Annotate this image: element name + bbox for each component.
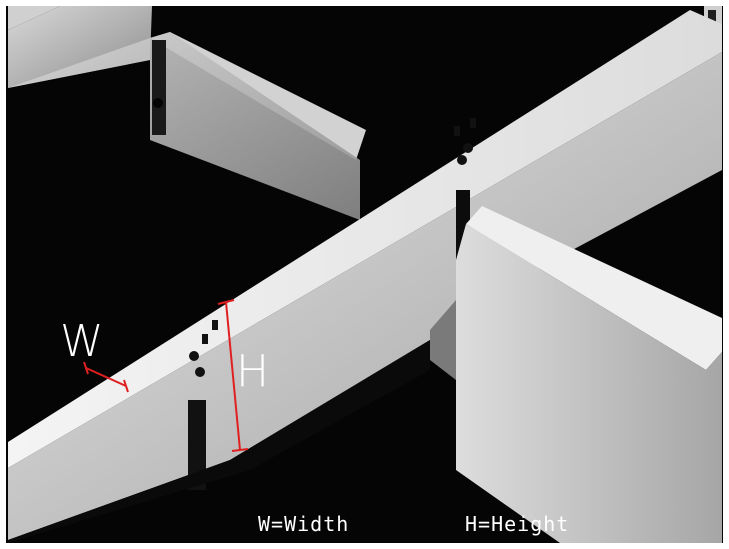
back-left-beam [8,6,366,220]
width-legend: W=Width [258,512,350,536]
back-beam-slots [152,40,173,158]
front-right-beam [430,206,722,543]
width-symbol-label: W [60,316,104,367]
grid-beam-illustration [8,6,722,543]
width-dimension-marker [83,361,129,393]
height-symbol-label: H [236,346,270,397]
product-photo: W H W=Width H=Height [6,6,723,543]
height-dimension-marker [217,299,249,452]
height-legend: H=Height [465,512,570,536]
